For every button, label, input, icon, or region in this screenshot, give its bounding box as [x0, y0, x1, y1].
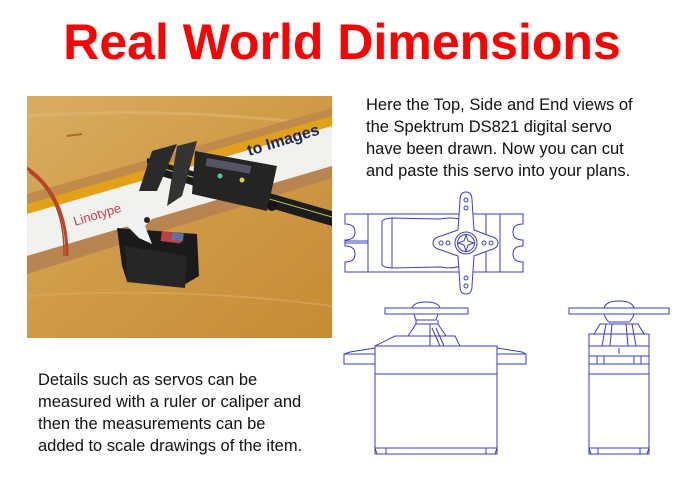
description-top-line: the Spektrum DS821 digital servo [366, 118, 612, 136]
slide-title: Real World Dimensions [63, 14, 621, 70]
description-top: Here the Top, Side and End views of the … [366, 94, 633, 182]
description-top-line: have been drawn. Now you can cut [366, 140, 624, 158]
description-bottom-line: added to scale drawings of the item. [38, 437, 303, 455]
description-bottom-line: then the measurements can be [38, 415, 266, 433]
servo-top-view-drawing [344, 191, 524, 295]
servo-caliper-photo: Linotype to Images [27, 96, 332, 338]
description-top-line: Here the Top, Side and End views of [366, 96, 633, 114]
description-bottom-line: measured with a ruler or caliper and [38, 393, 302, 411]
description-bottom: Details such as servos can be measured w… [38, 369, 302, 457]
description-bottom-line: Details such as servos can be [38, 371, 258, 389]
description-top-line: and paste this servo into your plans. [366, 162, 631, 180]
servo-side-view-drawing [343, 301, 527, 455]
servo-end-view-drawing [568, 300, 670, 455]
